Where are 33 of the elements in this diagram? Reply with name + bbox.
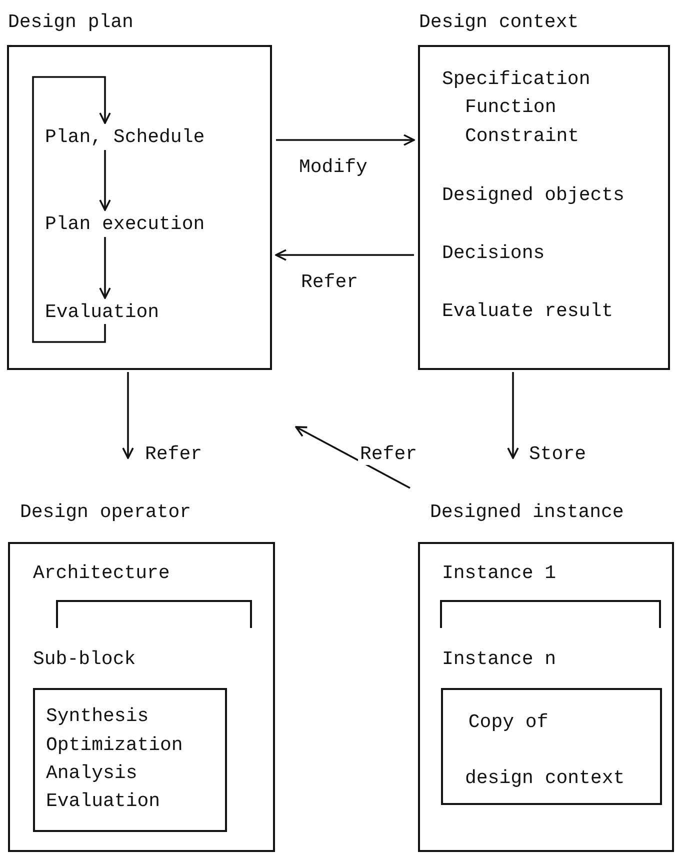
item-text: Architecture (33, 562, 170, 584)
item-text: Instance n (442, 648, 556, 670)
step-text: Plan, Schedule (45, 126, 205, 148)
arrow (275, 249, 414, 261)
arrow (32, 76, 111, 343)
item-text: Constraint (465, 125, 580, 147)
panel-heading: Design operator (20, 501, 192, 523)
item-text: Specification (442, 68, 590, 90)
item-text: Decisions (442, 242, 545, 264)
arrow (507, 372, 519, 459)
panel-heading: Design plan (8, 11, 134, 33)
inner-panel (33, 688, 227, 832)
step-text: Plan execution (45, 213, 205, 235)
edge-label: Modify (297, 156, 370, 178)
item-text: Optimization (46, 734, 183, 756)
item-text: Copy of design context (465, 710, 626, 791)
arrow (295, 426, 410, 489)
item-text: Function (465, 96, 556, 118)
step-text: Evaluation (45, 301, 160, 323)
arrow (276, 134, 415, 146)
inner-panel (441, 688, 662, 805)
item-text: Synthesis (46, 705, 149, 727)
item-text: Designed objects (442, 184, 624, 206)
item-text: Evaluate result (442, 300, 614, 322)
arrow (122, 372, 134, 459)
arrow (99, 150, 111, 211)
panel-heading: Designed instance (430, 501, 624, 523)
item-text: Sub-block (33, 648, 136, 670)
arrow (99, 237, 111, 299)
item-text: Instance 1 (442, 562, 556, 584)
item-text: Evaluation (46, 790, 160, 812)
item-text: Analysis (46, 762, 138, 784)
panel-heading: Design context (419, 11, 579, 33)
